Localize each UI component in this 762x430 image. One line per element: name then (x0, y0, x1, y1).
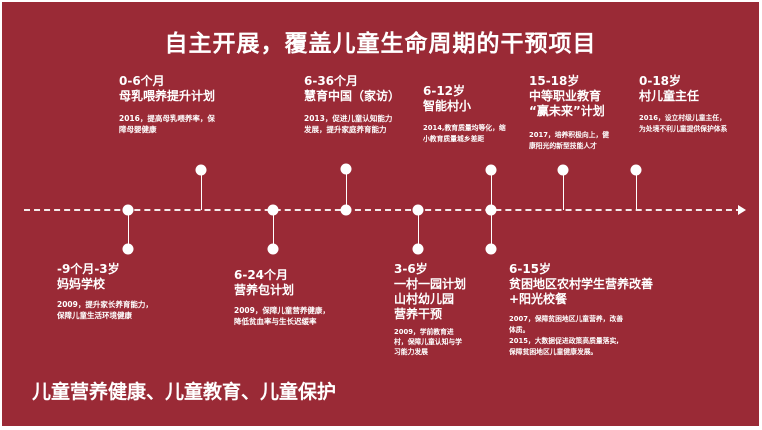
item-description: 2009，保障儿童营养健康， 降低贫血率与生长迟缓率 (234, 306, 330, 326)
item-village-child-director: 0-18岁 村儿童主任 2016，设立村级儿童主任， 为处境不利儿童提供保护体系 (639, 74, 759, 135)
dot-upper-5 (630, 164, 642, 176)
item-heading: 15-18岁 中等职业教育 “赢未来”计划 (529, 74, 605, 118)
stem-lower-1 (128, 210, 129, 249)
item-heading: 0-6个月 母乳喂养提升计划 (119, 74, 216, 103)
item-rural-student-nutrition: 6-15岁 贫困地区农村学生营养改善 +阳光校餐 2007，保障贫困地区儿童营养… (509, 262, 679, 358)
item-description: 2017，培养积极向上，健 康阳光的新型技能人才 (529, 131, 610, 150)
dot-line-3 (340, 204, 352, 216)
timeline-line (24, 209, 742, 211)
item-heading: 0-18岁 村儿童主任 (639, 74, 700, 103)
item-description: 2009，学前教育进 村，保障儿童认知与学 习能力发展 (394, 328, 462, 356)
dot-lower-1 (122, 243, 134, 255)
item-smart-village-school: 6-12岁 智能村小 2014,教育质量均等化，缩 小教育质量城乡差距 (423, 84, 531, 145)
stem-upper-4 (563, 170, 564, 210)
item-nutrition-pack: 6-24个月 营养包计划 2009，保障儿童营养健康， 降低贫血率与生长迟缓率 (234, 268, 364, 327)
dot-lower-2 (267, 243, 279, 255)
item-heading: -9个月-3岁 妈妈学校 (57, 262, 120, 291)
timeline-arrow-icon (738, 205, 746, 215)
dot-lower-3 (412, 243, 424, 255)
item-description: 2016，提高母乳喂养率，保 障母婴健康 (119, 114, 215, 134)
item-heading: 6-24个月 营养包计划 (234, 268, 295, 297)
item-description: 2014,教育质量均等化，缩 小教育质量城乡差距 (423, 124, 506, 143)
item-heading: 6-15岁 贫困地区农村学生营养改善 +阳光校餐 (509, 262, 654, 306)
stem-upper-2 (346, 169, 347, 210)
dot-upper-4 (557, 164, 569, 176)
item-mother-school: -9个月-3岁 妈妈学校 2009，提升家长养育能力， 保障儿童生活环境健康 (57, 262, 177, 321)
item-description: 2009，提升家长养育能力， 保障儿童生活环境健康 (57, 300, 153, 320)
item-heading: 6-36个月 慧育中国（家访） (304, 74, 401, 103)
item-description: 2007，保障贫困地区儿童营养，改善 体质。 2015，大数据促进政策高质量落实… (509, 315, 624, 356)
stem-upper-1 (201, 170, 202, 210)
slide: 自主开展，覆盖儿童生命周期的干预项目 0-6个月 母乳喂养提升计划 2016，提… (2, 2, 759, 426)
item-heading: 3-6岁 一村一园计划 山村幼儿园 营养干预 (394, 262, 467, 321)
dot-lower-4 (485, 243, 497, 255)
item-description: 2016，设立村级儿童主任， 为处境不利儿童提供保护体系 (639, 114, 728, 133)
item-huiyu-china: 6-36个月 慧育中国（家访） 2013，促进儿童认知能力 发展，提升家庭养育能… (304, 74, 434, 135)
stem-upper-5 (636, 170, 637, 210)
stem-upper-3 (491, 170, 492, 210)
dot-upper-1 (195, 164, 207, 176)
dot-upper-3 (485, 164, 497, 176)
item-description: 2013，促进儿童认知能力 发展，提升家庭养育能力 (304, 114, 393, 134)
item-heading: 6-12岁 智能村小 (423, 84, 472, 113)
footer-summary: 儿童营养健康、儿童教育、儿童保护 (32, 381, 337, 403)
stem-lower-2 (273, 210, 274, 249)
item-village-kindergarten: 3-6岁 一村一园计划 山村幼儿园 营养干预 2009，学前教育进 村，保障儿童… (394, 262, 494, 357)
stem-lower-3 (418, 210, 419, 249)
item-vocational-education: 15-18岁 中等职业教育 “赢未来”计划 2017，培养积极向上，健 康阳光的… (529, 74, 629, 152)
page-title: 自主开展，覆盖儿童生命周期的干预项目 (164, 31, 597, 57)
dot-upper-2 (340, 163, 352, 175)
stem-lower-4 (491, 210, 492, 249)
item-breastfeeding: 0-6个月 母乳喂养提升计划 2016，提高母乳喂养率，保 障母婴健康 (119, 74, 249, 135)
